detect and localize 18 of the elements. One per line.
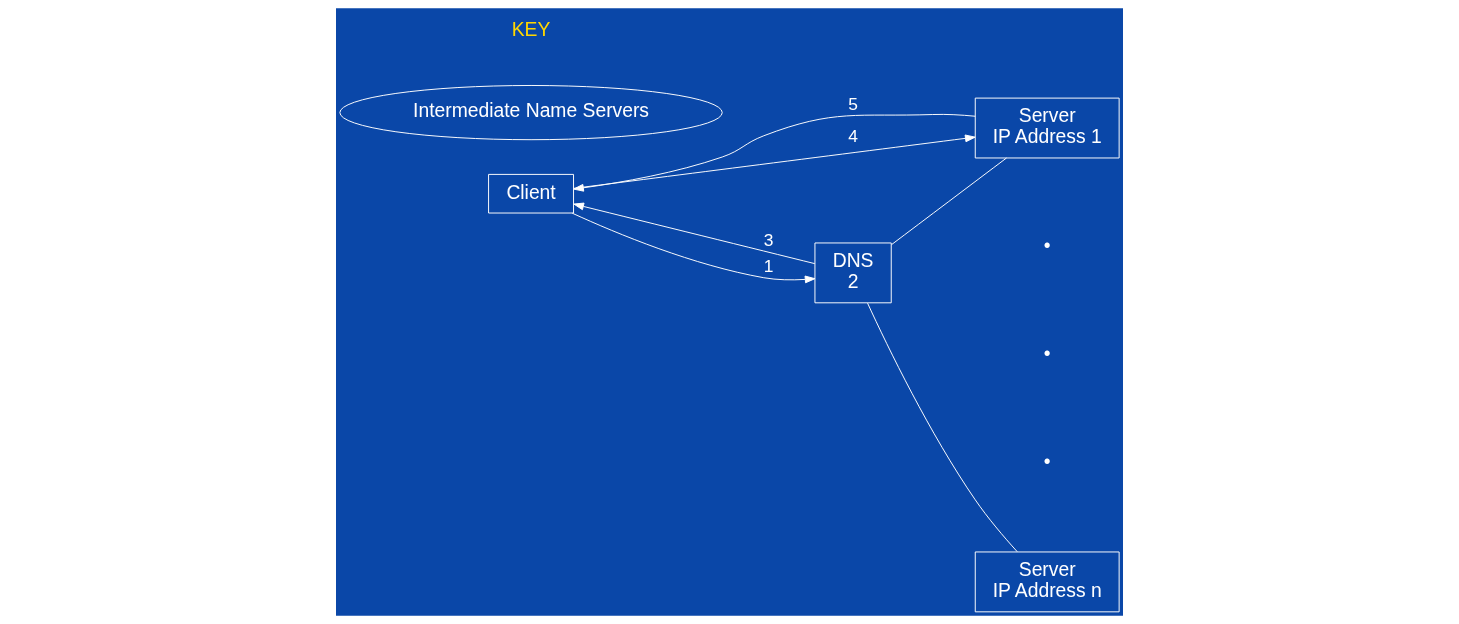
connector — [891, 157, 1007, 246]
node-box: Server IP Address n — [974, 551, 1120, 613]
node-box: DNS 2 — [814, 242, 892, 304]
node-ellipse: Intermediate Name Servers — [339, 85, 723, 141]
node-box: Client — [488, 173, 575, 214]
arrow — [573, 202, 816, 265]
arrow — [571, 212, 816, 284]
edge-label: 3 — [763, 230, 774, 251]
edge-label: 1 — [763, 256, 774, 277]
edge-label: 4 — [848, 125, 858, 146]
label: • — [1043, 234, 1051, 256]
node-box: Server IP Address 1 — [974, 97, 1120, 159]
label: KEY — [511, 19, 551, 41]
label: • — [1043, 450, 1051, 472]
connector — [867, 302, 1018, 553]
label: • — [1043, 342, 1051, 364]
arrow — [573, 113, 976, 192]
edge-label: 5 — [848, 94, 858, 115]
